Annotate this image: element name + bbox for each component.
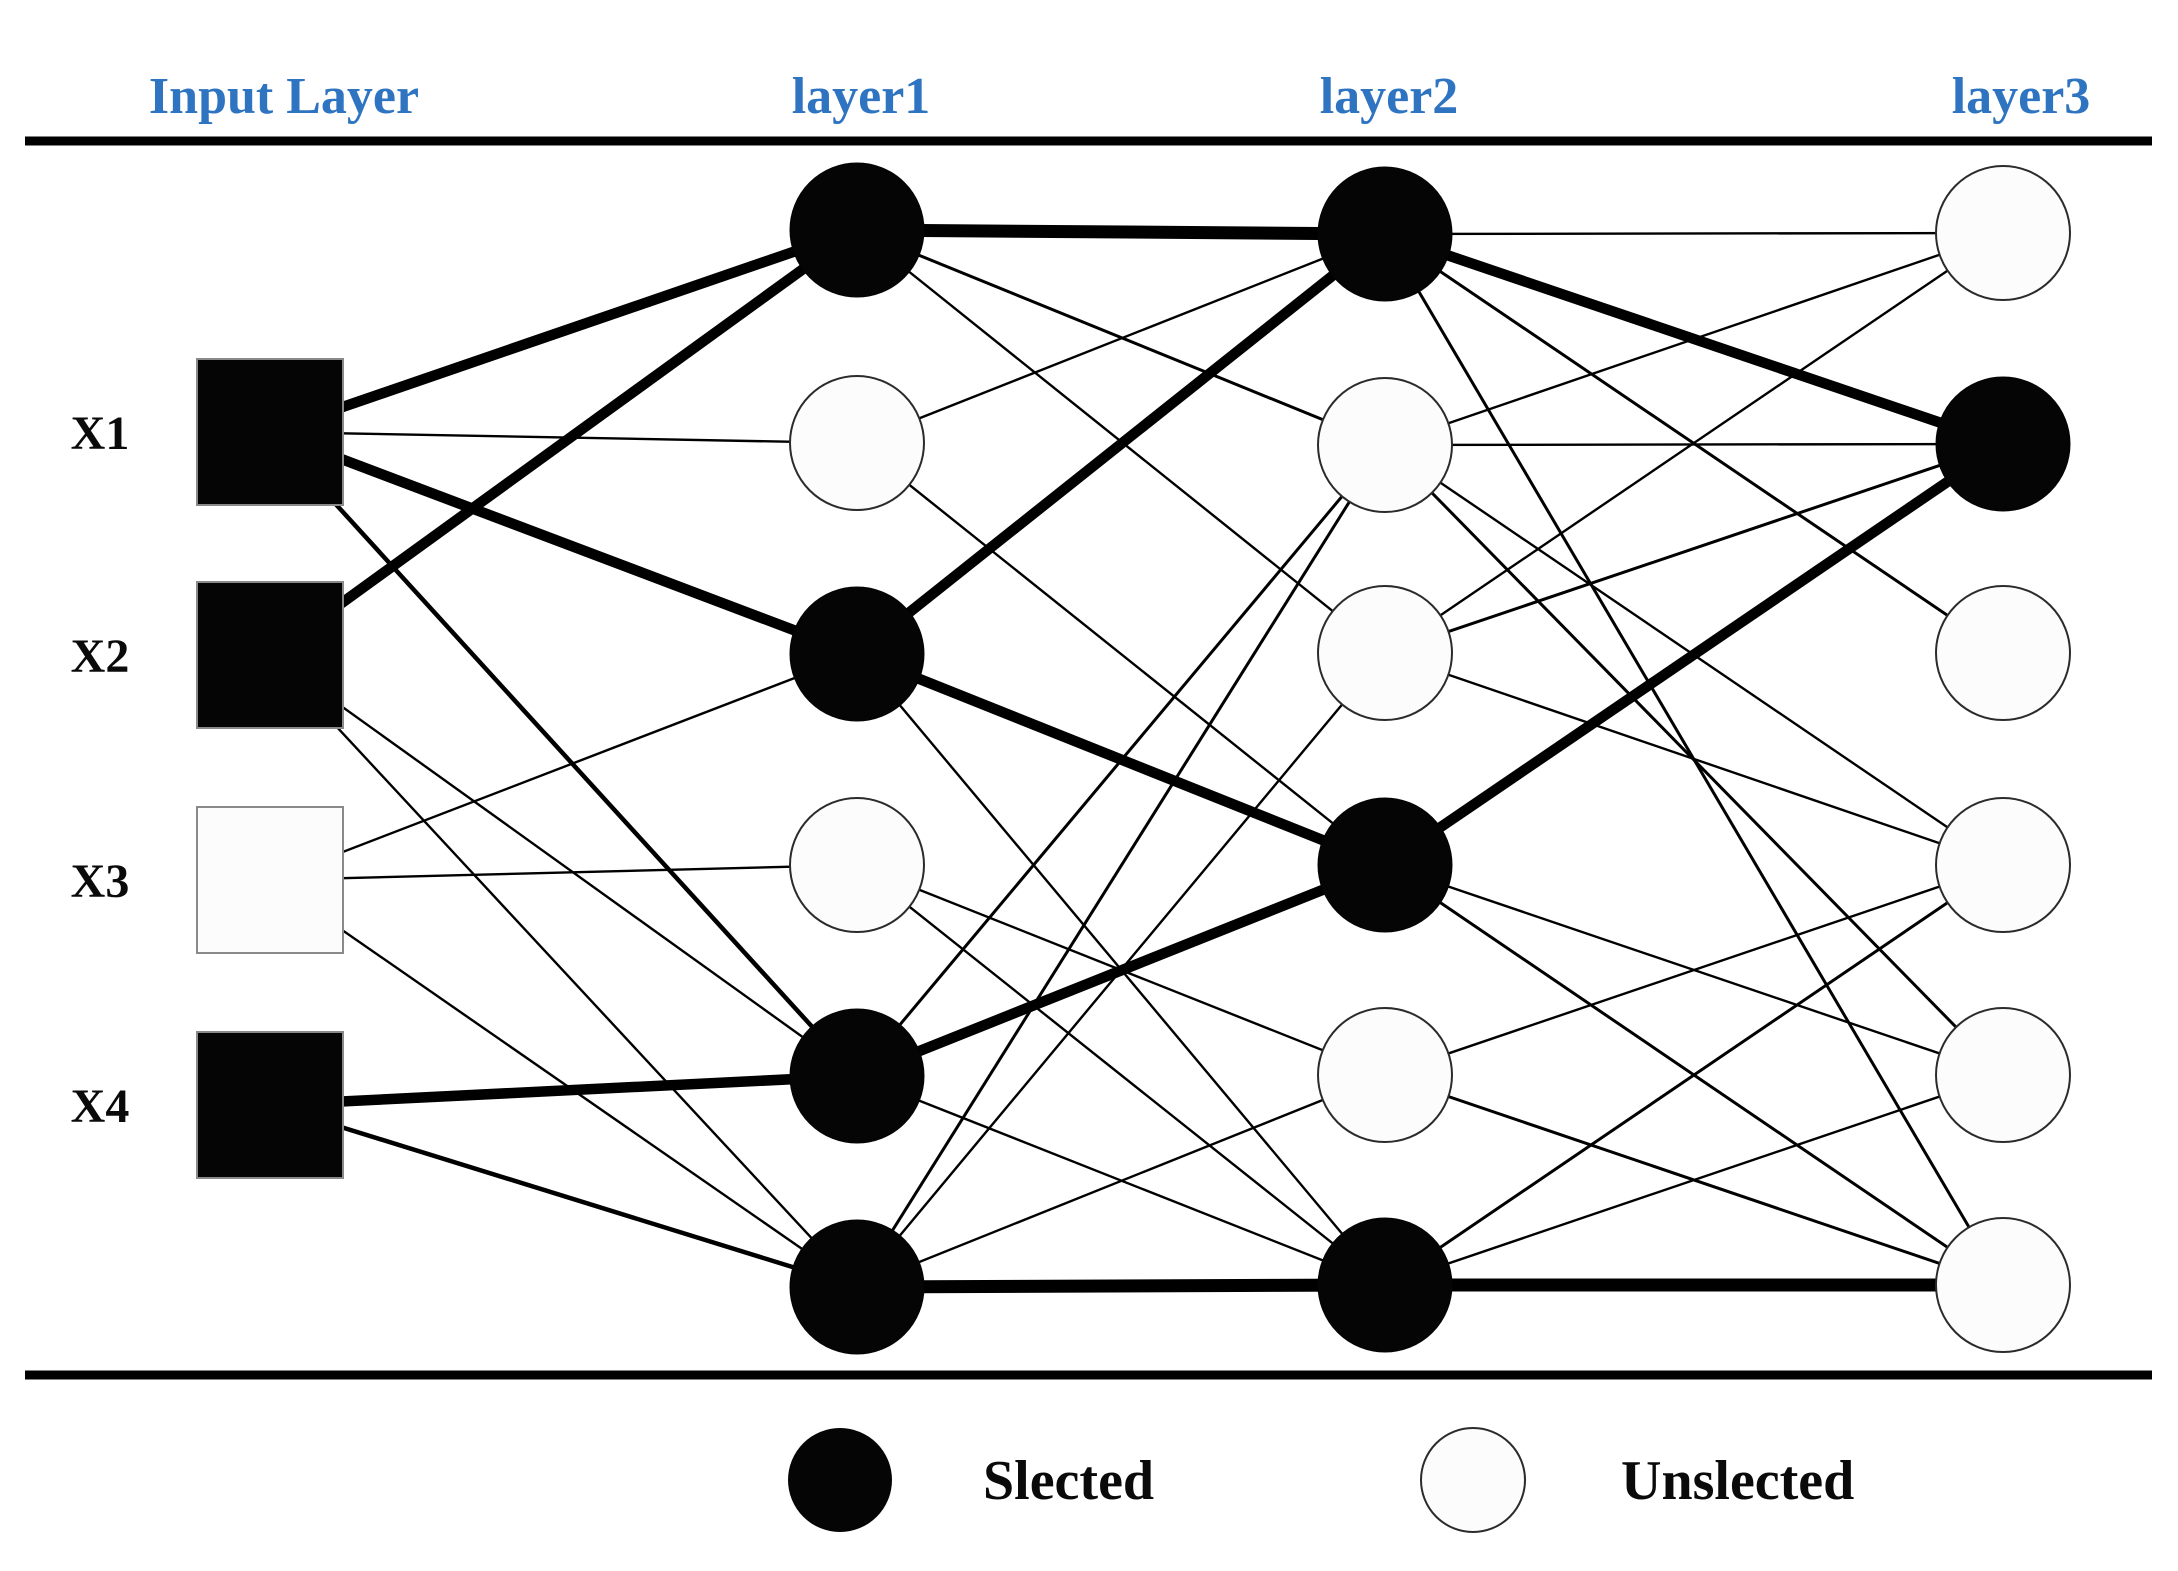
edge-L1N1-L2N1 — [856, 223, 1386, 241]
legend-unselected-circle — [1420, 1427, 1526, 1533]
edge-L2N3-L3N4 — [1384, 651, 2004, 867]
node-L2N6-selected — [1317, 1217, 1453, 1353]
edge-L2N1-L3N1 — [1384, 231, 2004, 236]
header-layer2: layer2 — [1320, 68, 1459, 125]
edge-X3-L1N4 — [269, 863, 858, 882]
edge-X3-L1N3 — [269, 652, 858, 882]
legend-selected-circle — [788, 1428, 892, 1532]
edge-L1N3-L2N1 — [853, 229, 1389, 659]
node-L2N4-selected — [1317, 797, 1453, 933]
header-layer3: layer3 — [1952, 68, 2091, 125]
edge-L2N3-L3N1 — [1384, 232, 2004, 654]
node-L2N2-unselected — [1317, 377, 1453, 513]
legend-unselected-label: Unslected — [1621, 1450, 1854, 1512]
node-L2N3-unselected — [1317, 585, 1453, 721]
edge-L2N6-L3N5 — [1384, 1073, 2004, 1287]
legend-selected-label: Slected — [983, 1450, 1154, 1512]
node-L3N4-unselected — [1935, 797, 2071, 933]
node-L3N6-unselected — [1935, 1217, 2071, 1353]
input-node-X4 — [196, 1031, 344, 1179]
legend: Slected Unslected — [788, 1427, 1854, 1533]
node-L1N4-unselected — [789, 797, 925, 933]
node-L3N5-unselected — [1935, 1007, 2071, 1143]
edges-layer — [266, 223, 2006, 1294]
nodes-layer — [196, 162, 2071, 1355]
edge-X3-L1N6 — [269, 879, 858, 1288]
edge-L1N6-L2N2 — [855, 444, 1387, 1288]
node-L1N6-selected — [789, 1219, 925, 1355]
edge-L1N6-L2N5 — [856, 1073, 1386, 1289]
edge-L1N6-L2N6 — [856, 1278, 1386, 1294]
node-L3N3-unselected — [1935, 585, 2071, 721]
edge-L2N6-L3N4 — [1384, 863, 2004, 1287]
node-L3N1-unselected — [1935, 165, 2071, 301]
header-layer1: layer1 — [792, 68, 931, 125]
edge-L2N2-L3N2 — [1384, 442, 2004, 447]
edge-X1-L1N5 — [268, 430, 859, 1078]
input-node-X2 — [196, 581, 344, 729]
edge-L2N3-L3N2 — [1384, 442, 2004, 655]
edge-L2N2-L3N1 — [1384, 231, 2004, 447]
input-label-x2: X2 — [71, 630, 130, 683]
edge-X4-L1N5 — [269, 1070, 858, 1111]
node-L1N2-unselected — [789, 375, 925, 511]
edge-L2N4-L3N2 — [1382, 439, 2006, 870]
input-label-x3: X3 — [71, 855, 130, 908]
edge-X1-L1N1 — [268, 225, 859, 437]
edge-L2N5-L3N4 — [1384, 863, 2004, 1077]
node-L1N3-selected — [789, 586, 925, 722]
edge-X4-L1N6 — [269, 1102, 858, 1290]
edge-X2-L1N1 — [266, 225, 861, 660]
input-label-x1: X1 — [71, 407, 130, 460]
node-L3N2-selected — [1935, 376, 2071, 512]
node-L1N1-selected — [789, 162, 925, 298]
edge-X2-L1N5 — [269, 654, 858, 1077]
edge-L1N4-L2N6 — [856, 864, 1386, 1286]
edge-L1N6-L2N3 — [856, 652, 1386, 1288]
input-label-x4: X4 — [71, 1080, 130, 1133]
input-node-X1 — [196, 358, 344, 506]
input-node-X3 — [196, 806, 344, 954]
edge-L1N2-L2N4 — [856, 442, 1386, 866]
edge-L1N5-L2N2 — [855, 444, 1387, 1077]
node-L1N5-selected — [789, 1008, 925, 1144]
edge-X2-L1N6 — [269, 654, 858, 1288]
node-L2N5-unselected — [1317, 1007, 1453, 1143]
header-input-layer: Input Layer — [149, 68, 419, 125]
edge-X1-L1N3 — [268, 427, 859, 659]
edge-L1N2-L2N1 — [856, 232, 1386, 445]
node-L2N1-selected — [1317, 166, 1453, 302]
